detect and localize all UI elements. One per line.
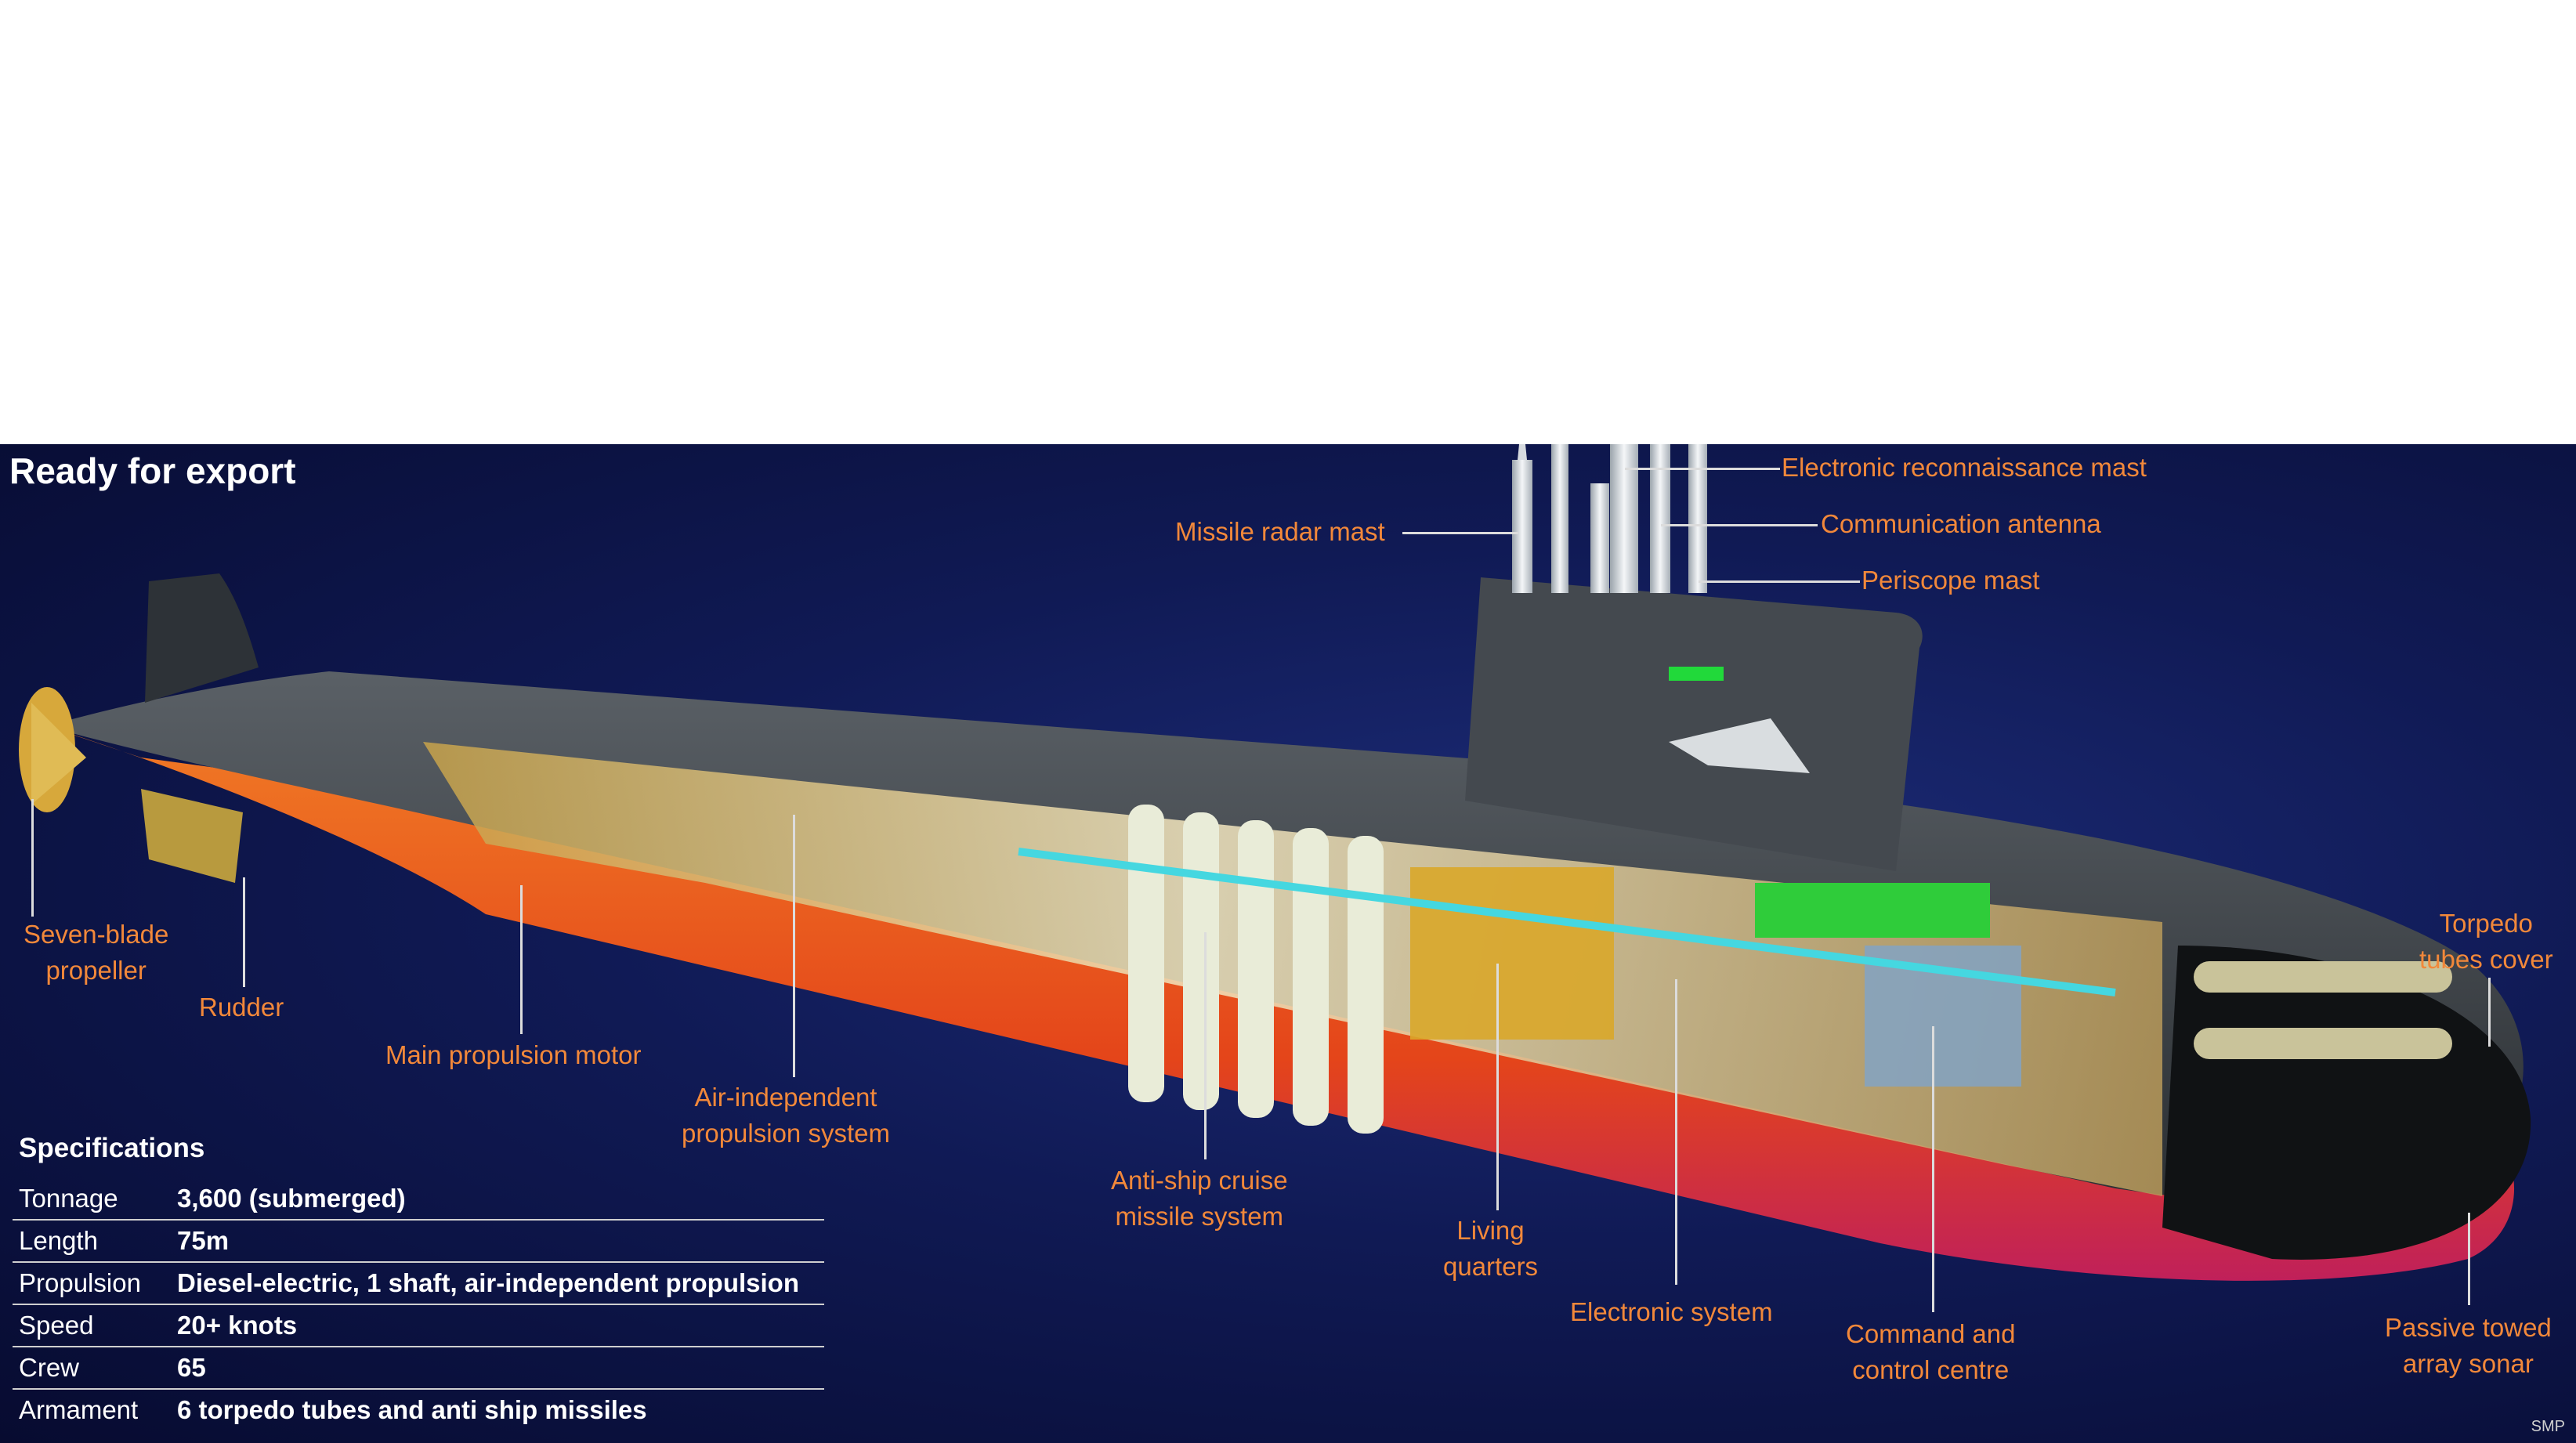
mast-3 — [1590, 483, 1609, 593]
label-aip-system: Air-independent propulsion system — [682, 1083, 890, 1148]
spec-value: Diesel-electric, 1 shaft, air-independen… — [171, 1262, 824, 1305]
label-anti-ship-missile: Anti-ship cruise missile system — [1111, 1166, 1288, 1231]
label-seven-blade-propeller: Seven-blade propeller — [24, 920, 169, 985]
label-command-centre: Command and control centre — [1846, 1319, 2016, 1384]
label-living-quarters: Living quarters — [1443, 1216, 1539, 1281]
leader-line — [1402, 532, 1518, 534]
spec-value: 6 torpedo tubes and anti ship missiles — [177, 1395, 647, 1424]
label-communication-antenna: Communication antenna — [1821, 509, 2101, 538]
leader-line — [2468, 1213, 2470, 1305]
spec-key: Speed — [13, 1304, 171, 1347]
leader-line — [1675, 979, 1677, 1285]
leader-line — [31, 799, 34, 917]
missile-radar-mast — [1512, 460, 1532, 593]
spec-key: Propulsion — [13, 1262, 171, 1305]
graphic-title: Ready for export — [9, 450, 296, 491]
leader-line — [243, 877, 245, 987]
communication-antenna — [1650, 444, 1670, 593]
cyan-deck — [1018, 848, 2116, 996]
stern-fin — [145, 573, 259, 703]
label-electronic-recon-mast: Electronic reconnaissance mast — [1782, 453, 2147, 482]
label-rudder: Rudder — [199, 993, 284, 1022]
specifications-heading: Specifications — [19, 1133, 205, 1163]
leader-line — [1932, 1026, 1934, 1312]
credit: SMP — [2531, 1418, 2565, 1435]
spec-key: Length — [13, 1220, 171, 1263]
sail-window — [1669, 667, 1724, 681]
label-periscope-mast: Periscope mast — [1861, 566, 2040, 595]
leader-line — [520, 885, 523, 1034]
sail — [1465, 577, 1923, 871]
spec-key: Tonnage — [13, 1178, 171, 1221]
spec-row: Armament 6 torpedo tubes and anti ship mi… — [13, 1389, 824, 1430]
electronic-system-block — [1755, 883, 1990, 938]
spec-value: 65 — [171, 1347, 824, 1390]
leader-line — [1699, 580, 1860, 583]
rudder — [141, 789, 243, 883]
label-electronic-system: Electronic system — [1570, 1297, 1773, 1326]
spec-key: Armament — [19, 1395, 139, 1424]
spec-value: 20+ knots — [171, 1304, 824, 1347]
periscope-mast — [1688, 444, 1707, 593]
label-missile-radar-mast: Missile radar mast — [1175, 517, 1385, 546]
label-passive-towed-sonar: Passive towed array sonar — [2385, 1313, 2552, 1378]
sail-plane — [1669, 718, 1810, 773]
spec-key: Crew — [13, 1347, 171, 1390]
spec-value: 3,600 (submerged) — [171, 1178, 824, 1221]
leader-line — [1661, 524, 1818, 526]
torpedo-tubes — [2194, 961, 2452, 1059]
label-torpedo-tubes-cover: Torpedo tubes cover — [2419, 909, 2553, 974]
electronic-recon-mast — [1610, 444, 1638, 593]
leader-line — [1625, 468, 1780, 470]
living-quarters-block — [1410, 867, 1614, 1040]
label-main-propulsion-motor: Main propulsion motor — [385, 1040, 642, 1069]
leader-line — [793, 815, 795, 1077]
leader-line — [1496, 964, 1499, 1210]
missile-tubes — [1128, 805, 1384, 1134]
leader-line — [1204, 932, 1207, 1159]
bow-nose — [2162, 946, 2531, 1260]
leader-line — [2488, 978, 2491, 1047]
mast-2 — [1551, 444, 1568, 593]
spec-value: 75m — [171, 1220, 824, 1263]
